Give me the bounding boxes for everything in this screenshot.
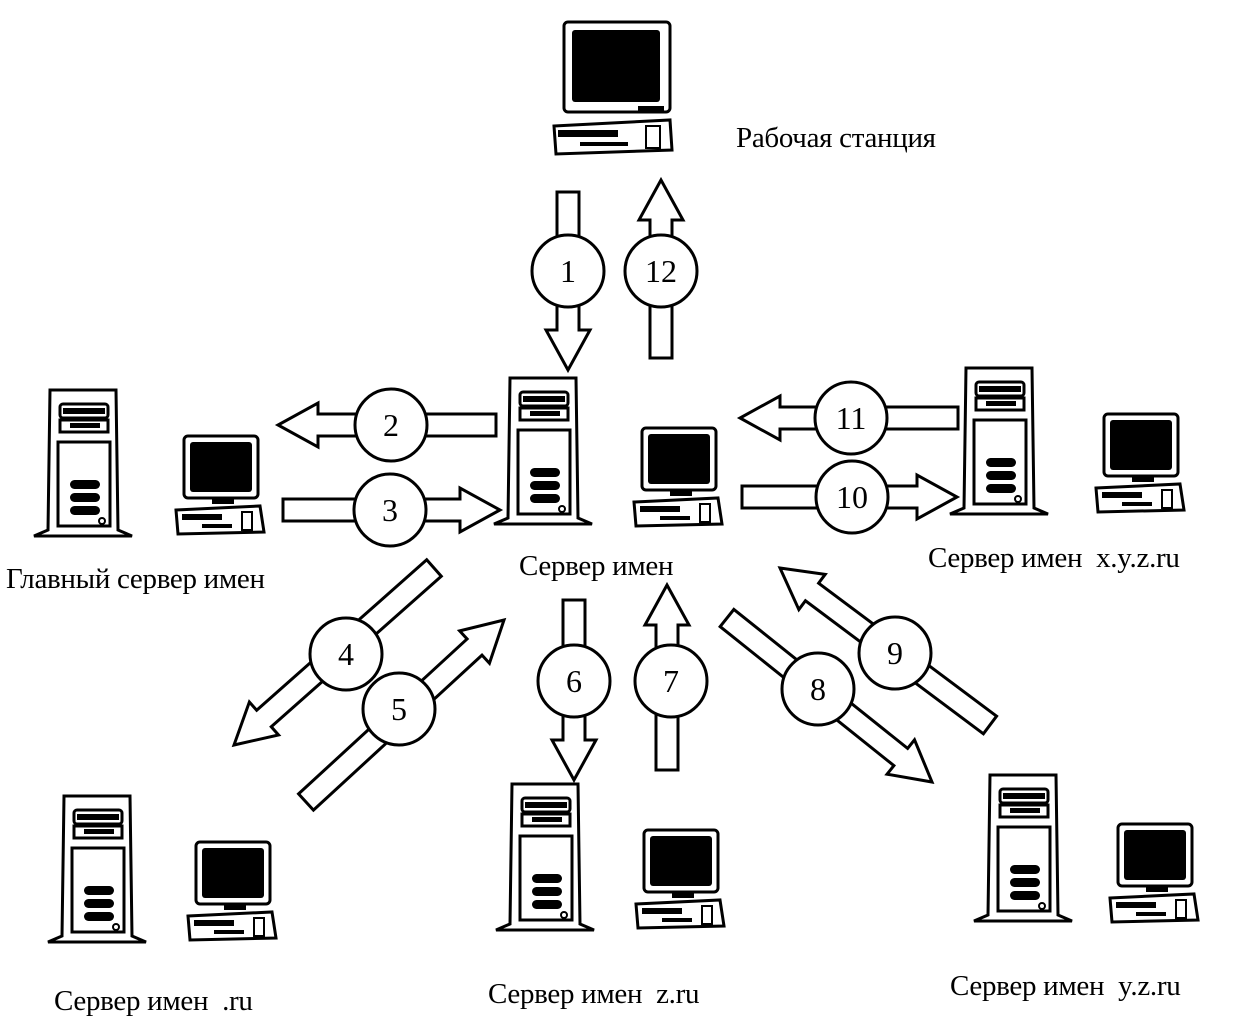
step-circle	[857, 615, 933, 691]
step-circle	[780, 651, 856, 727]
root-server-icon	[32, 388, 266, 538]
step-arrow-4: 4	[231, 557, 444, 748]
step-arrow-7: 7	[633, 581, 709, 772]
step-arrow-1: 1	[530, 190, 606, 374]
workstation-icon	[552, 20, 674, 156]
step-arrow-3: 3	[281, 472, 504, 548]
step-circle	[353, 387, 429, 463]
step-arrow-6: 6	[536, 598, 612, 784]
step-number: 9	[887, 635, 903, 671]
step-number: 2	[383, 407, 399, 443]
step-number: 7	[663, 663, 679, 699]
root-server-label: Главный сервер имен	[6, 563, 265, 595]
step-circle	[530, 233, 606, 309]
xyzru-server-label: Сервер имен x.y.z.ru	[928, 542, 1180, 574]
step-arrow-12: 12	[623, 176, 699, 360]
yzru-server-label: Сервер имен y.z.ru	[950, 970, 1181, 1002]
ru-server-icon	[46, 794, 278, 944]
step-circle	[536, 643, 612, 719]
step-circle	[813, 380, 889, 456]
step-arrow-5: 5	[296, 617, 507, 813]
step-arrow-10: 10	[740, 459, 961, 535]
step-number: 12	[645, 253, 677, 289]
zru-server-icon	[494, 782, 726, 932]
step-arrow-9: 9	[777, 566, 999, 736]
step-number: 5	[391, 691, 407, 727]
step-circle	[352, 472, 428, 548]
yzru-server-icon	[972, 773, 1200, 924]
step-circle	[633, 643, 709, 719]
step-number: 3	[382, 492, 398, 528]
step-number: 1	[560, 253, 576, 289]
step-arrow-8: 8	[718, 607, 935, 784]
xyzru-server-icon	[948, 366, 1186, 516]
ru-server-label: Сервер имен .ru	[54, 985, 253, 1017]
zru-server-label: Сервер имен z.ru	[488, 978, 700, 1010]
local-server-icon	[492, 376, 724, 528]
local-server-label: Сервер имен	[519, 550, 674, 582]
step-circle	[814, 459, 890, 535]
step-arrow-11: 11	[736, 380, 960, 456]
step-arrow-2: 2	[274, 387, 498, 463]
step-number: 10	[836, 479, 868, 515]
step-number: 11	[836, 400, 867, 436]
workstation-label: Рабочая станция	[736, 122, 936, 154]
step-number: 8	[810, 671, 826, 707]
step-number: 4	[338, 636, 354, 672]
step-number: 6	[566, 663, 582, 699]
step-circle	[623, 233, 699, 309]
step-circle	[308, 616, 384, 692]
step-circle	[361, 671, 437, 747]
